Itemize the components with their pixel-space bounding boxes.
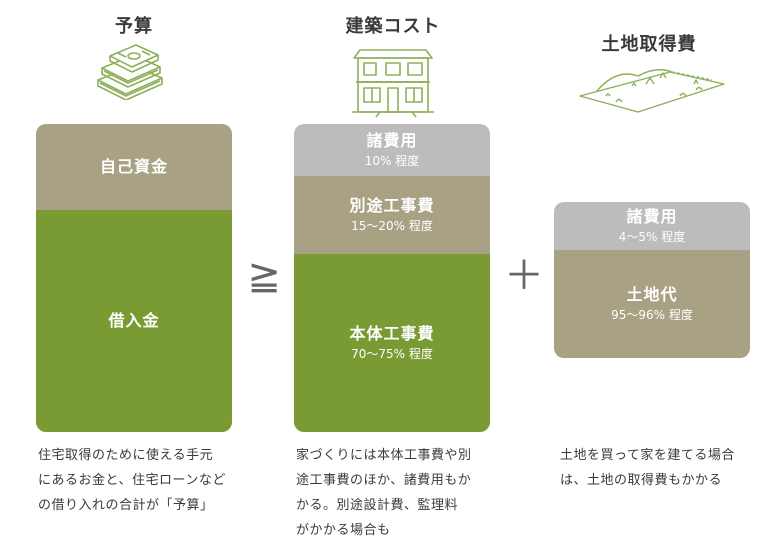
budget-segment-own-funds: 自己資金 <box>36 124 232 210</box>
budget-loan-label: 借入金 <box>108 311 160 330</box>
plus-operator: ＋ <box>504 253 544 299</box>
land-plot-icon <box>579 69 725 113</box>
land-price-label: 土地代 <box>626 285 678 304</box>
budget-description: 住宅取得のために使える手元 にあるお金と、住宅ローンなど の借り入れの合計が「予… <box>38 448 226 513</box>
construction-main-label: 本体工事費 <box>349 324 435 343</box>
land-price-percent: 95～96% 程度 <box>611 308 693 322</box>
budget-own-funds-label: 自己資金 <box>99 157 168 176</box>
construction-additional-label: 別途工事費 <box>349 196 435 215</box>
house-icon <box>352 49 434 118</box>
land-title: 土地取得費 <box>601 34 697 55</box>
construction-additional-percent: 15～20% 程度 <box>351 219 433 233</box>
construction-block: 諸費用 10% 程度 別途工事費 15～20% 程度 本体工事費 70～75% … <box>294 124 490 432</box>
land-description: 土地を買って家を建てる場合 は、土地の取得費もかかる <box>560 448 735 488</box>
budget-segment-loan: 借入金 <box>36 210 232 432</box>
construction-segment-additional-work: 別途工事費 15～20% 程度 <box>294 176 490 254</box>
construction-title: 建築コスト <box>345 16 441 37</box>
construction-segment-misc-costs: 諸費用 10% 程度 <box>294 124 490 176</box>
budget-title: 予算 <box>115 16 153 37</box>
construction-description: 家づくりには本体工事費や別 途工事費のほか、諸費用もか かる。別途設計費、監理料… <box>296 448 472 538</box>
land-block: 諸費用 4～5% 程度 土地代 95～96% 程度 <box>554 202 750 358</box>
land-misc-label: 諸費用 <box>626 207 678 226</box>
construction-misc-percent: 10% 程度 <box>364 154 420 168</box>
greater-equal-operator: ≧ <box>247 253 281 299</box>
land-segment-land-price: 土地代 95～96% 程度 <box>554 250 750 358</box>
money-stack-icon <box>97 44 163 100</box>
construction-segment-main-work: 本体工事費 70～75% 程度 <box>294 254 490 432</box>
construction-misc-label: 諸費用 <box>366 131 418 150</box>
construction-main-percent: 70～75% 程度 <box>351 347 433 361</box>
land-segment-misc-costs: 諸費用 4～5% 程度 <box>554 202 750 250</box>
land-misc-percent: 4～5% 程度 <box>618 230 686 244</box>
budget-block: 自己資金 借入金 <box>36 124 232 432</box>
